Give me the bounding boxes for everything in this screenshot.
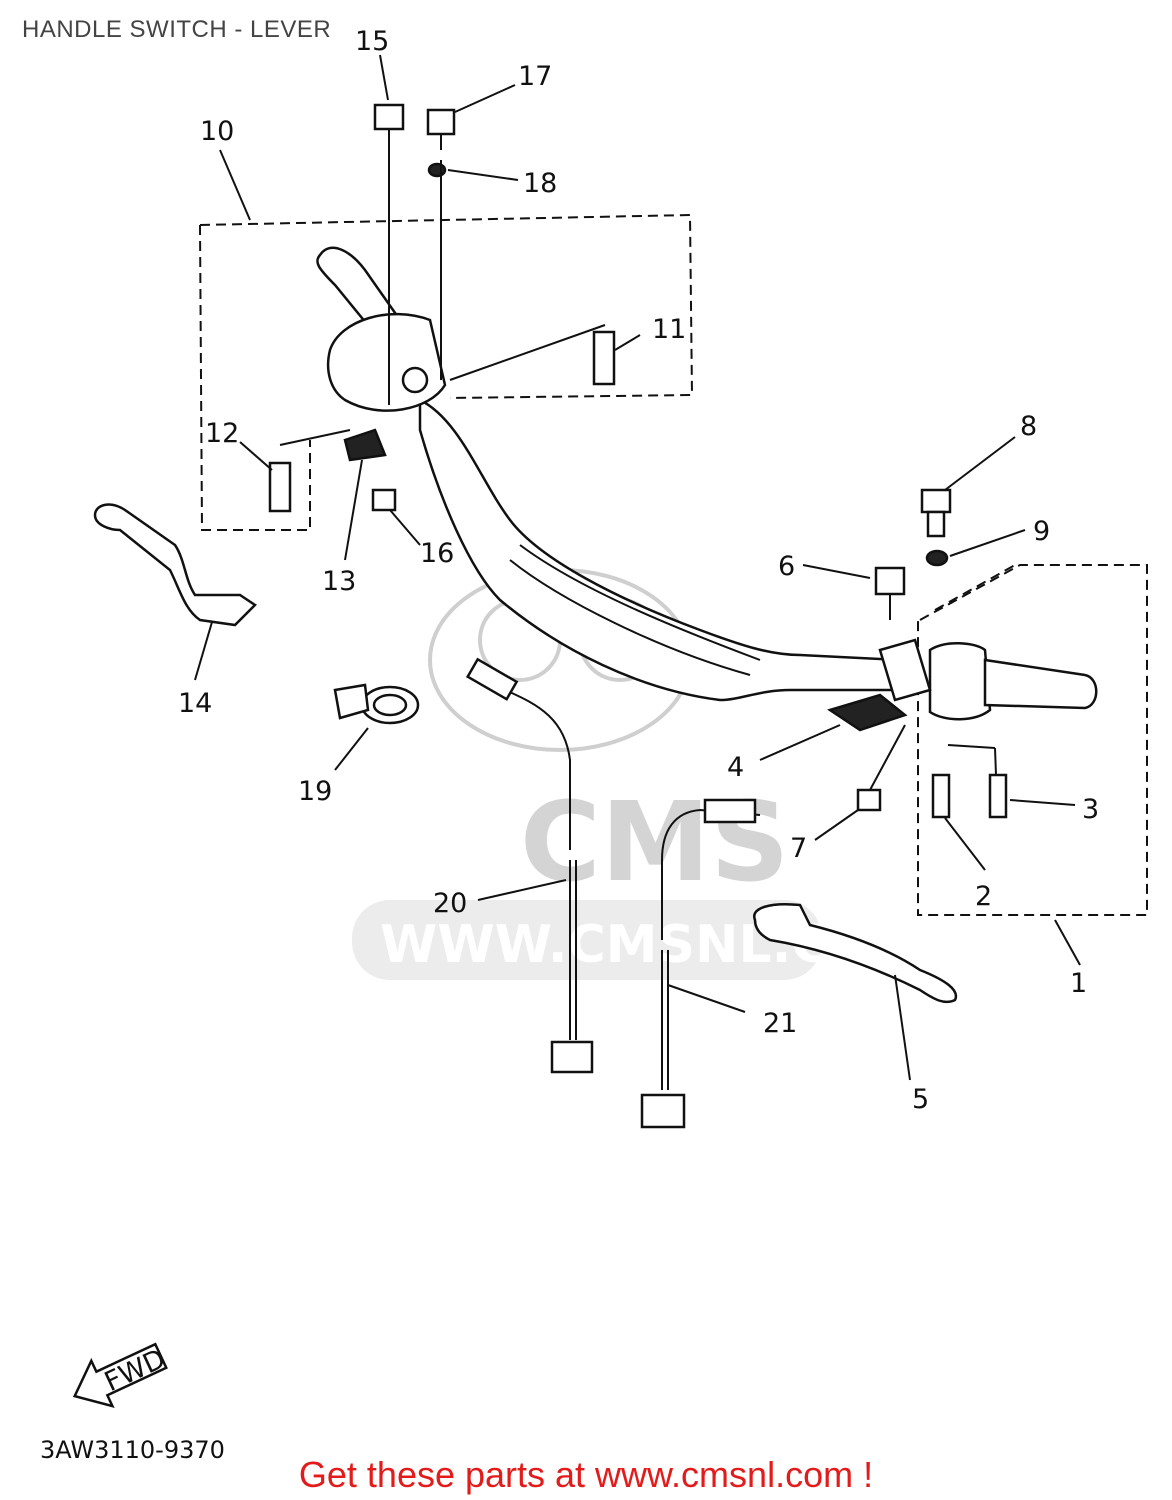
callout-7: 7 bbox=[790, 833, 807, 864]
callout-11: 11 bbox=[652, 314, 686, 345]
callout-14: 14 bbox=[178, 688, 212, 719]
callout-12: 12 bbox=[205, 418, 239, 449]
clamp-19 bbox=[333, 683, 420, 725]
callout-2: 2 bbox=[975, 881, 992, 912]
perch bbox=[827, 693, 908, 732]
lever-14 bbox=[93, 503, 257, 627]
cable-20 bbox=[465, 657, 594, 1074]
callout-4: 4 bbox=[727, 752, 744, 783]
callout-5: 5 bbox=[912, 1084, 929, 1115]
washer-18 bbox=[427, 162, 447, 178]
callout-15: 15 bbox=[355, 26, 389, 57]
screw-11 bbox=[592, 330, 616, 386]
screw-8 bbox=[920, 488, 952, 538]
fwd-arrow-icon: FWD bbox=[72, 1342, 170, 1409]
washer-9 bbox=[925, 549, 949, 567]
callout-17: 17 bbox=[518, 61, 552, 92]
callout-10: 10 bbox=[200, 116, 234, 147]
right-grip bbox=[983, 658, 1098, 710]
screw-2 bbox=[931, 773, 951, 819]
right-handle-switch bbox=[878, 638, 992, 721]
right-switch-assembly-box bbox=[917, 564, 1148, 916]
screw-17 bbox=[426, 108, 456, 150]
drawing-code: 3AW3110-9370 bbox=[40, 1436, 225, 1464]
screw-15 bbox=[373, 103, 405, 150]
nut-7 bbox=[856, 788, 882, 812]
callout-1: 1 bbox=[1070, 968, 1087, 999]
footer-link[interactable]: Get these parts at www.cmsnl.com ! bbox=[298, 1454, 874, 1495]
callout-6: 6 bbox=[778, 551, 795, 582]
handlebar bbox=[418, 397, 902, 702]
diagram-title: HANDLE SWITCH - LEVER bbox=[22, 16, 332, 43]
screw-6 bbox=[874, 566, 906, 620]
nut-16 bbox=[371, 488, 397, 512]
callout-16: 16 bbox=[420, 538, 454, 569]
callout-9: 9 bbox=[1033, 516, 1050, 547]
callout-20: 20 bbox=[433, 888, 467, 919]
callout-3: 3 bbox=[1082, 794, 1099, 825]
left-switch-assembly-box bbox=[199, 213, 694, 399]
callout-8: 8 bbox=[1020, 411, 1037, 442]
callout-18: 18 bbox=[523, 168, 557, 199]
screw-3 bbox=[988, 773, 1008, 819]
callout-21: 21 bbox=[763, 1008, 797, 1039]
watermark-logo: CMS bbox=[520, 778, 789, 906]
fwd-label: FWD bbox=[100, 1343, 170, 1398]
lever-5 bbox=[753, 903, 958, 1004]
callout-13: 13 bbox=[322, 566, 356, 597]
callout-19: 19 bbox=[298, 776, 332, 807]
cable-21 bbox=[640, 798, 761, 1129]
screw-12 bbox=[268, 461, 292, 513]
left-handle-switch bbox=[326, 312, 447, 462]
watermark: CMS WWW.CMSNL.COM bbox=[352, 568, 925, 980]
